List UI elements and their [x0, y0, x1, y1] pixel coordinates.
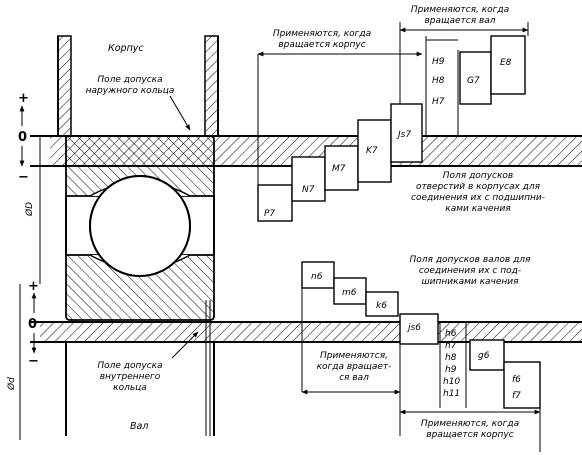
shaft-fits: n6 m6 k6 js6 h6 h7 h8 h9 h10 h11 g6 f6 f…	[301, 261, 541, 409]
svg-text:f7: f7	[512, 391, 521, 401]
svg-text:K7: K7	[366, 146, 378, 156]
fit-k6	[365, 291, 399, 317]
fit-g6	[469, 339, 505, 371]
svg-text:js6: js6	[406, 323, 421, 333]
svg-text:P7: P7	[264, 209, 275, 219]
fit-n6	[301, 261, 335, 289]
lower-range-annotations: Применяются,когда вращает-ся вал Применя…	[301, 288, 541, 452]
svg-text:h9: h9	[445, 365, 457, 375]
housing-label: Корпус	[108, 43, 144, 54]
fit-K7	[357, 119, 392, 183]
svg-text:m6: m6	[342, 288, 357, 298]
fit-js6	[399, 313, 439, 345]
housing	[57, 35, 219, 137]
fit-M7	[324, 145, 359, 191]
svg-text:E8: E8	[500, 58, 512, 68]
svg-text:h10: h10	[443, 377, 460, 387]
svg-text:+: +	[18, 91, 29, 106]
svg-text:h6: h6	[445, 329, 457, 339]
svg-text:M7: M7	[332, 164, 346, 174]
svg-text:0: 0	[18, 130, 27, 145]
fit-G7	[459, 51, 492, 105]
fit-f6-f7	[503, 361, 541, 409]
svg-text:H7: H7	[432, 97, 445, 107]
svg-text:k6: k6	[376, 301, 387, 311]
fit-P7	[257, 184, 293, 222]
svg-text:G7: G7	[467, 76, 480, 86]
svg-text:N7: N7	[302, 185, 315, 195]
svg-text:H9: H9	[432, 57, 445, 67]
fit-Js7	[390, 103, 423, 163]
lower-axis: + 0 − Ød	[6, 279, 39, 440]
svg-text:Js7: Js7	[396, 130, 411, 140]
svg-text:0: 0	[28, 317, 37, 332]
upper-axis: + 0 − ØD	[18, 91, 41, 284]
housing-fits: P7 N7 M7 K7 Js7 H9 H8 H7 G7 E8	[257, 35, 526, 222]
svg-text:g6: g6	[478, 351, 490, 361]
diameter-outer-label: ØD	[24, 202, 35, 217]
svg-text:f6: f6	[512, 375, 521, 385]
svg-text:−: −	[18, 170, 29, 185]
svg-text:h8: h8	[445, 353, 457, 363]
svg-text:h7: h7	[445, 341, 457, 351]
bearing	[65, 135, 215, 321]
svg-text:−: −	[28, 354, 39, 369]
shaft-label: Вал	[130, 421, 148, 432]
svg-text:+: +	[28, 279, 39, 294]
svg-text:Применяются,когда вращает-ся в: Применяются,когда вращает-ся вал	[317, 351, 392, 383]
shaft	[65, 300, 215, 436]
svg-text:H8: H8	[432, 76, 445, 86]
fit-N7	[291, 156, 326, 202]
diameter-inner-label: Ød	[6, 377, 17, 391]
fit-E8	[490, 35, 526, 95]
svg-text:n6: n6	[311, 272, 323, 282]
svg-text:h11: h11	[443, 389, 460, 399]
inner-ring-tolerance-band	[40, 322, 582, 342]
fit-m6	[333, 277, 367, 305]
